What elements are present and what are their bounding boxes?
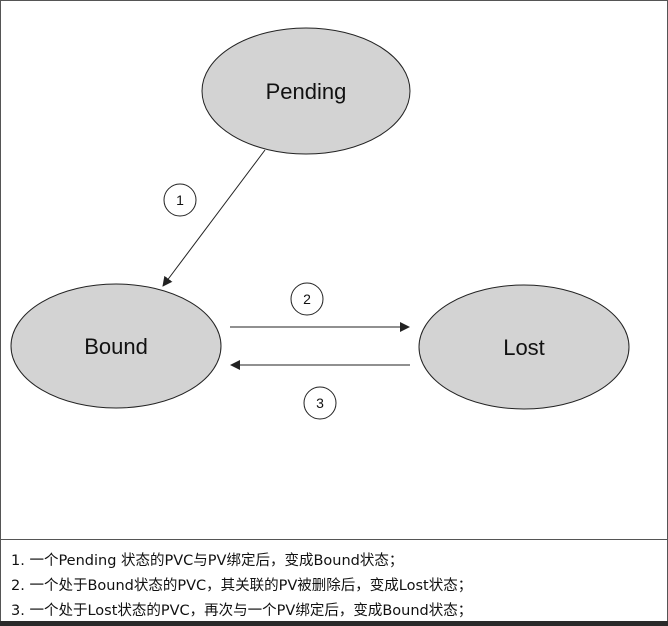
step-badge-2 — [290, 282, 324, 316]
caption-notes: 1. 一个Pending 状态的PVC与PV绑定后，变成Bound状态； 2. … — [11, 549, 661, 624]
step-badge-3 — [303, 386, 337, 420]
transition-arrow-pending-to-bound — [162, 149, 266, 287]
state-diagram: Pending Bound Lost 1 2 3 — [10, 27, 630, 420]
step-badge-1 — [163, 183, 197, 217]
note-line-1: 1. 一个Pending 状态的PVC与PV绑定后，变成Bound状态； — [11, 553, 404, 569]
note-line-2: 2. 一个处于Bound状态的PVC，其关联的PV被删除后，变成Lost状态； — [11, 578, 473, 594]
step-badge-2-label: 2 — [303, 291, 311, 307]
bottom-edge-bar — [0, 621, 668, 626]
state-label-bound: Bound — [84, 334, 148, 359]
step-badge-3-label: 3 — [316, 395, 324, 411]
state-node-bound — [10, 283, 222, 409]
state-label-lost: Lost — [503, 335, 545, 360]
state-node-lost — [418, 284, 630, 410]
caption-divider — [1, 539, 667, 540]
note-line-3: 3. 一个处于Lost状态的PVC，再次与一个PV绑定后，变成Bound状态； — [11, 603, 473, 619]
step-badge-1-label: 1 — [176, 192, 184, 208]
state-label-pending: Pending — [266, 79, 347, 104]
state-node-pending — [201, 27, 411, 155]
